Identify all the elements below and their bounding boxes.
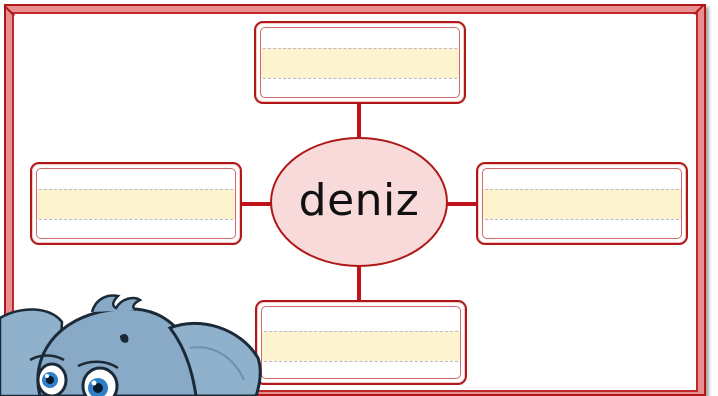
connector-left [240, 202, 272, 206]
connector-right [446, 202, 478, 206]
writing-box-bottom[interactable] [255, 300, 467, 385]
writing-box-left[interactable] [30, 162, 242, 245]
writing-box-top[interactable] [254, 21, 466, 104]
center-topic: deniz [270, 137, 448, 267]
connector-top [357, 102, 361, 140]
elephant-icon [0, 294, 262, 396]
center-word: deniz [298, 174, 420, 226]
connector-bottom [357, 264, 361, 302]
writing-box-right[interactable] [476, 162, 688, 245]
